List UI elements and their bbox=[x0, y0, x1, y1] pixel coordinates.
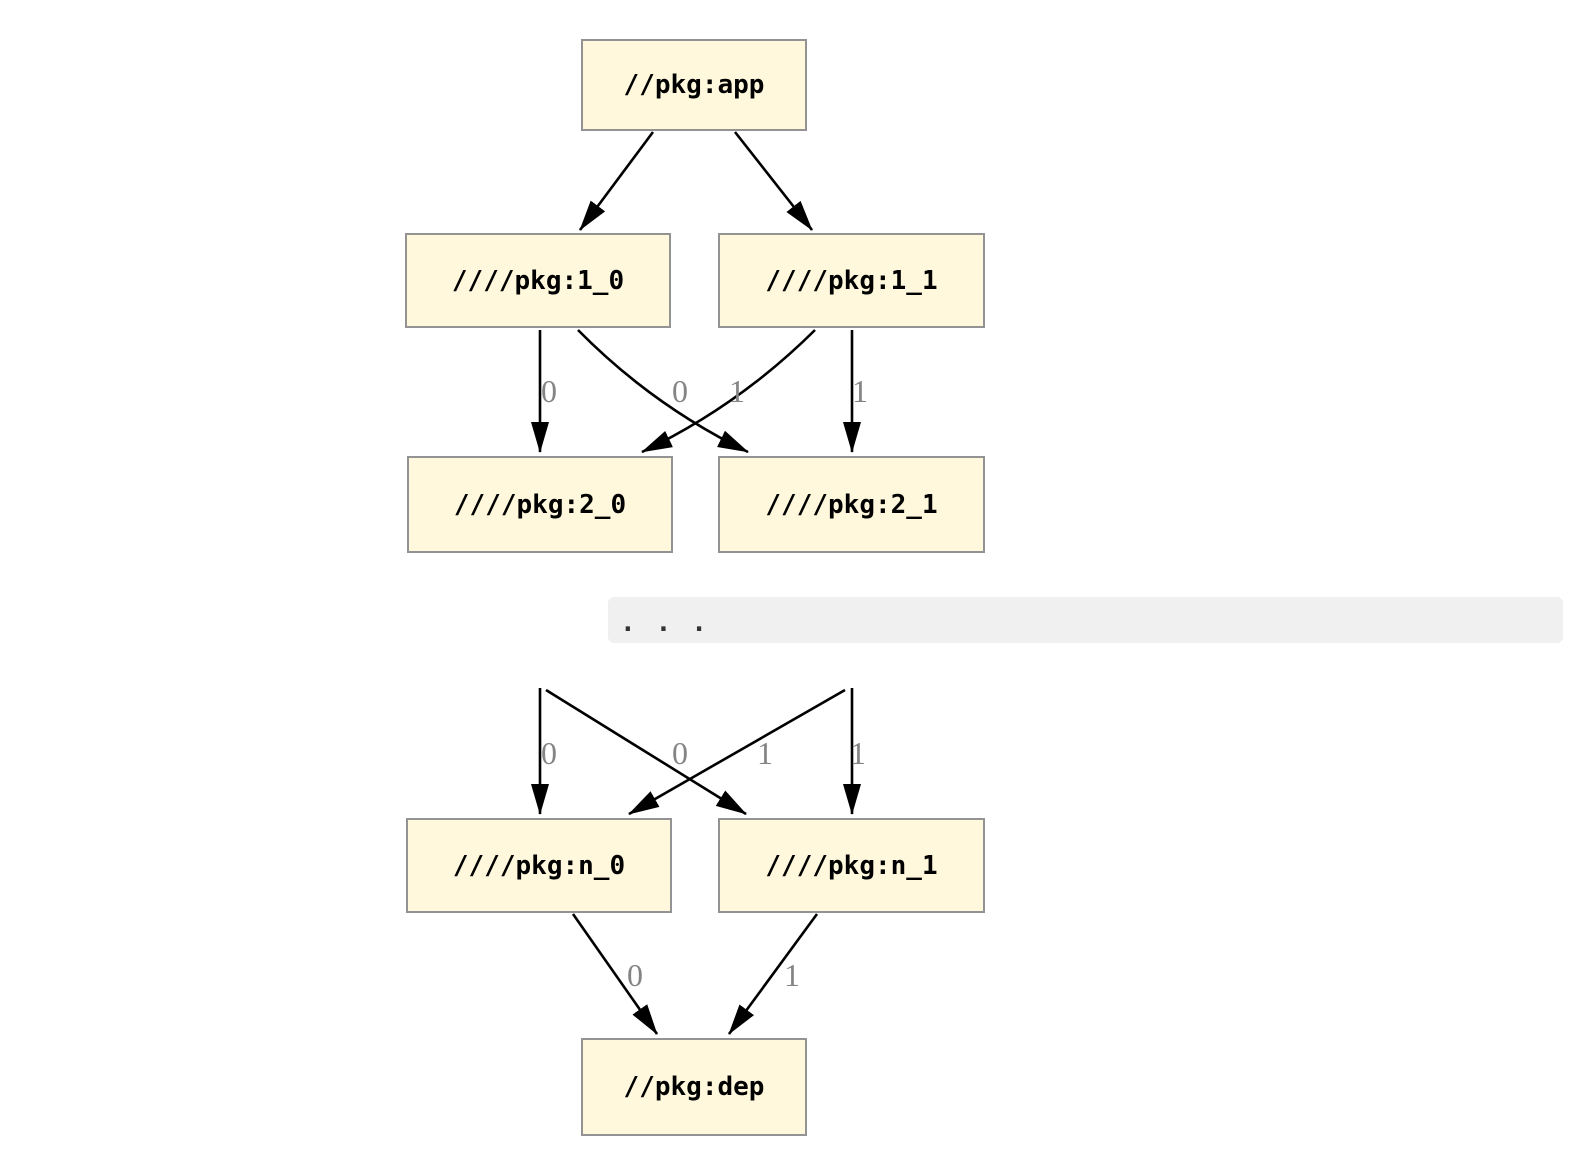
edge-1_1-to-2_0 bbox=[641, 329, 816, 454]
edge-label-ellipsis-to-n_1: 1 bbox=[850, 735, 866, 771]
edge-ellipsis-to-n_0 bbox=[628, 688, 846, 816]
node-label-dep: //pkg:dep bbox=[623, 1072, 765, 1102]
edge-n_0-to-dep bbox=[571, 913, 659, 1035]
node-label-1_1: ////pkg:1_1 bbox=[765, 265, 938, 296]
ellipsis-band: ... bbox=[608, 597, 1563, 643]
node-label-2_1: ////pkg:2_1 bbox=[765, 489, 938, 520]
graph-node-n_0: ////pkg:n_0 bbox=[406, 818, 672, 913]
graph-node-dep: //pkg:dep bbox=[581, 1038, 807, 1136]
edge-label-ellipsis-to-n_1: 1 bbox=[757, 735, 773, 771]
edge-1_0-to-2_1 bbox=[577, 329, 749, 454]
graph-node-1_0: ////pkg:1_0 bbox=[405, 233, 671, 328]
node-label-1_0: ////pkg:1_0 bbox=[451, 265, 625, 296]
edge-label-ellipsis-to-n_0: 0 bbox=[672, 735, 688, 771]
edge-label-1_1-to-2_0: 0 bbox=[672, 373, 688, 409]
edge-label-1_0-to-2_0: 0 bbox=[541, 373, 557, 409]
edge-label-1_0-to-2_1: 1 bbox=[729, 373, 745, 409]
edge-ellipsis-to-n_1 bbox=[545, 688, 747, 816]
edge-label-ellipsis-to-n_0: 0 bbox=[541, 735, 557, 771]
node-label-app: //pkg:app bbox=[623, 70, 765, 100]
ellipsis-dots: ... bbox=[620, 608, 727, 638]
edge-label-n_0-to-dep: 0 bbox=[627, 957, 643, 993]
graph-node-2_1: ////pkg:2_1 bbox=[718, 456, 985, 553]
edge-app-to-1_0 bbox=[578, 131, 655, 231]
edge-label-n_1-to-dep: 1 bbox=[784, 957, 800, 993]
node-label-n_0: ////pkg:n_0 bbox=[452, 850, 626, 881]
node-label-n_1: ////pkg:n_1 bbox=[765, 850, 938, 881]
edge-label-1_1-to-2_1: 1 bbox=[852, 373, 868, 409]
graph-node-n_1: ////pkg:n_1 bbox=[718, 818, 985, 913]
node-label-2_0: ////pkg:2_0 bbox=[453, 489, 627, 520]
graph-node-1_1: ////pkg:1_1 bbox=[718, 233, 985, 328]
graph-node-app: //pkg:app bbox=[581, 39, 807, 131]
graph-node-2_0: ////pkg:2_0 bbox=[407, 456, 673, 553]
edge-app-to-1_1 bbox=[733, 131, 814, 231]
edge-n_1-to-dep bbox=[727, 913, 819, 1035]
